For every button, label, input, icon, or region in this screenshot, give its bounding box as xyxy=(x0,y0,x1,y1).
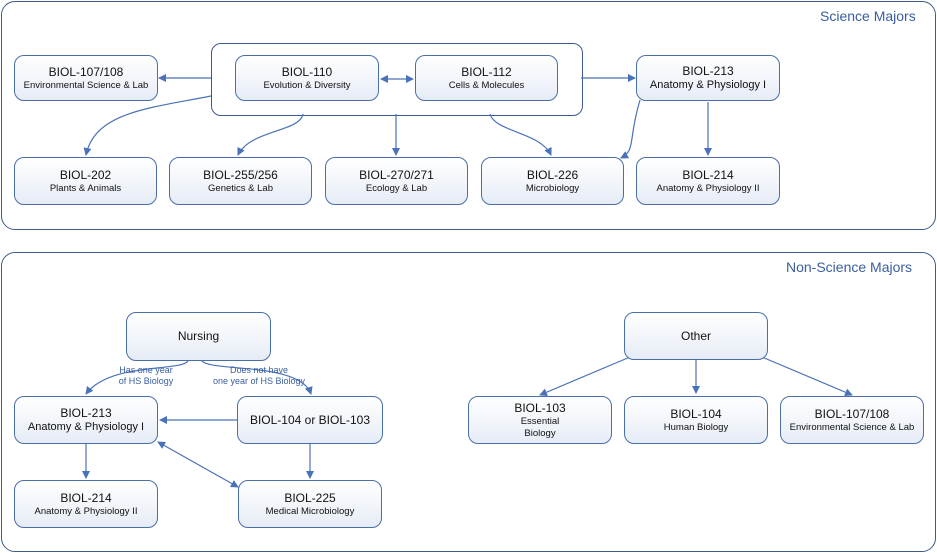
node-code: BIOL-226 xyxy=(526,167,579,182)
node-desc: Anatomy & Physiology II xyxy=(656,182,760,194)
node-desc: Microbiology xyxy=(525,182,580,194)
node-biol-214: BIOL-214 Anatomy & Physiology II xyxy=(636,157,780,205)
node-biol-225: BIOL-225 Medical Microbiology xyxy=(238,480,382,528)
node-desc: Medical Microbiology xyxy=(265,505,355,517)
node-biol-213: BIOL-213 Anatomy & Physiology I xyxy=(636,55,780,101)
node-code: BIOL-103 xyxy=(514,400,566,415)
node-nursing: Nursing xyxy=(126,312,271,361)
node-desc: Evolution & Diversity xyxy=(263,79,351,91)
node-desc-line2: Biology xyxy=(524,427,556,439)
node-other: Other xyxy=(624,312,768,360)
node-code: BIOL-214 xyxy=(682,167,734,182)
node-desc-line1: Essential xyxy=(520,415,560,427)
edge-label-line: Has one year xyxy=(119,365,173,375)
edge-label-has-hs-biology: Has one year of HS Biology xyxy=(104,365,188,387)
node-desc: Cells & Molecules xyxy=(448,79,525,91)
node-biol-270-271: BIOL-270/271 Ecology & Lab xyxy=(325,157,468,205)
node-code: BIOL-213 xyxy=(682,63,734,78)
node-desc: Human Biology xyxy=(663,421,729,433)
node-desc: Ecology & Lab xyxy=(365,182,428,194)
node-code: BIOL-107/108 xyxy=(814,406,890,421)
node-ns-biol-107-108: BIOL-107/108 Environmental Science & Lab xyxy=(780,396,924,444)
node-code: BIOL-255/256 xyxy=(203,167,278,182)
node-code: BIOL-213 xyxy=(60,405,112,420)
node-code: BIOL-202 xyxy=(59,167,112,182)
node-ns-biol-214: BIOL-214 Anatomy & Physiology II xyxy=(14,480,158,528)
node-code: BIOL-112 xyxy=(461,64,512,79)
node-code: BIOL-225 xyxy=(284,490,336,505)
node-biol-104-or-103: BIOL-104 or BIOL-103 xyxy=(237,396,383,444)
node-biol-112: BIOL-112 Cells & Molecules xyxy=(415,55,558,101)
node-desc: Environmental Science & Lab xyxy=(23,79,149,91)
node-ns-biol-213: BIOL-213 Anatomy & Physiology I xyxy=(14,396,158,444)
edge-label-line: Does not have xyxy=(229,365,289,375)
non-science-majors-title: Non-Science Majors xyxy=(786,259,913,275)
node-biol-202: BIOL-202 Plants & Animals xyxy=(14,157,157,205)
node-code: BIOL-107/108 xyxy=(48,64,124,79)
node-code: BIOL-110 xyxy=(281,64,333,79)
node-desc: Genetics & Lab xyxy=(208,182,273,194)
edge-label-line: of HS Biology xyxy=(118,375,174,386)
node-code: BIOL-214 xyxy=(60,490,112,505)
node-biol-226: BIOL-226 Microbiology xyxy=(481,157,624,205)
node-label: Other xyxy=(680,328,711,343)
node-label: Nursing xyxy=(177,329,220,343)
node-biol-110: BIOL-110 Evolution & Diversity xyxy=(235,55,379,101)
node-desc: Anatomy & Physiology I xyxy=(27,420,145,433)
node-code: BIOL-270/271 xyxy=(359,167,434,182)
node-desc: Anatomy & Physiology II xyxy=(34,505,138,517)
edge-label-line: one year of HS Biology xyxy=(212,375,306,386)
edge-label-no-hs-biology: Does not have one year of HS Biology xyxy=(200,365,318,387)
node-code: BIOL-104 or BIOL-103 xyxy=(249,412,371,427)
node-biol-103: BIOL-103 Essential Biology xyxy=(468,396,612,444)
node-desc: Plants & Animals xyxy=(49,182,122,194)
science-majors-title: Science Majors xyxy=(820,8,916,24)
node-desc: Environmental Science & Lab xyxy=(789,421,915,433)
node-code: BIOL-104 xyxy=(670,406,722,421)
node-desc: Anatomy & Physiology I xyxy=(649,78,767,91)
node-biol-104: BIOL-104 Human Biology xyxy=(624,396,768,444)
node-biol-107-108: BIOL-107/108 Environmental Science & Lab xyxy=(14,55,158,101)
node-biol-255-256: BIOL-255/256 Genetics & Lab xyxy=(169,157,312,205)
